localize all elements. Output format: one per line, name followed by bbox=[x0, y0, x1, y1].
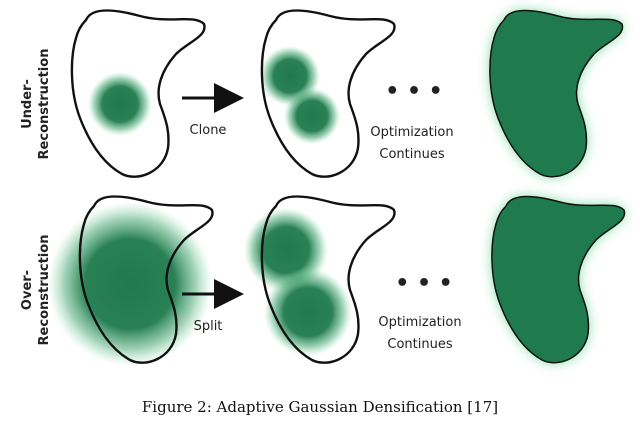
row-label-under: Under- Reconstruction bbox=[20, 49, 52, 160]
filled-object bbox=[489, 9, 624, 178]
under-cloned-panel bbox=[260, 9, 396, 178]
gaussian-blob bbox=[264, 268, 352, 356]
gaussian-blob bbox=[48, 202, 212, 366]
continues-line1: Optimization bbox=[378, 315, 461, 330]
under-initial-panel bbox=[70, 9, 206, 178]
continues-line1: Optimization bbox=[370, 125, 453, 140]
row-label-line2: Reconstruction bbox=[37, 49, 52, 160]
gaussian-blob bbox=[88, 72, 152, 136]
row-label-line1: Under- bbox=[20, 79, 35, 129]
under-final-panel bbox=[489, 9, 624, 178]
gaussian-blob bbox=[284, 88, 340, 144]
row-label-over: Over- Reconstruction bbox=[20, 235, 52, 346]
over-final-panel bbox=[491, 195, 626, 364]
continues-line2: Continues bbox=[387, 337, 452, 352]
continues-line2: Continues bbox=[379, 147, 444, 162]
over-initial-panel bbox=[48, 195, 214, 366]
ellipsis: • • • bbox=[395, 271, 453, 296]
split-label: Split bbox=[194, 319, 223, 334]
row-label-line1: Over- bbox=[20, 270, 35, 310]
ellipsis: • • • bbox=[385, 79, 443, 104]
over-split-panel bbox=[244, 195, 396, 364]
filled-object bbox=[491, 195, 626, 364]
row-label-line2: Reconstruction bbox=[37, 235, 52, 346]
clone-label: Clone bbox=[190, 123, 227, 138]
figure-caption: Figure 2: Adaptive Gaussian Densificatio… bbox=[141, 398, 499, 416]
